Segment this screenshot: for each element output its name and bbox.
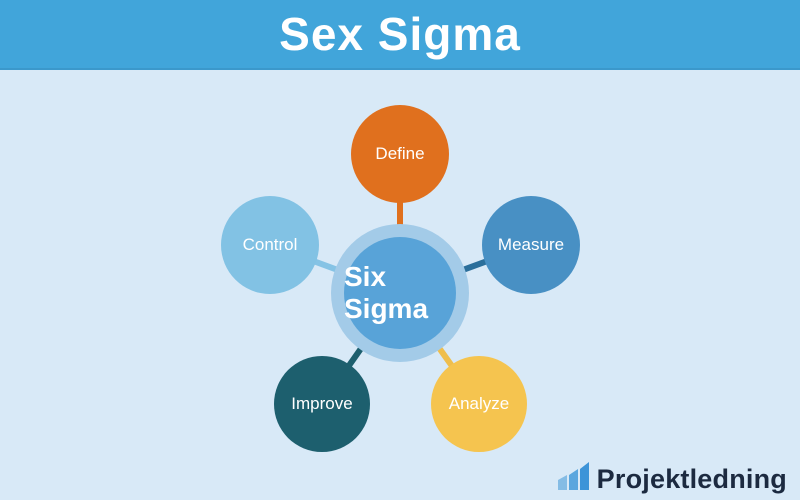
node-control-label: Control (242, 235, 298, 254)
bar-chart-icon-bar1 (557, 475, 567, 490)
node-define-label: Define (375, 144, 425, 163)
node-improve: Improve (274, 356, 370, 452)
node-improve-label: Improve (291, 394, 353, 413)
node-center-label: Six Sigma (344, 261, 429, 324)
node-center: Six Sigma (344, 237, 456, 349)
node-measure-label: Measure (497, 235, 565, 254)
header: Sex Sigma (0, 0, 800, 70)
brand-name: Projektledning (596, 464, 787, 494)
bar-chart-icon (557, 462, 589, 490)
bar-chart-icon-bar2 (568, 469, 578, 490)
bar-chart-icon-bar3 (579, 462, 589, 490)
node-control: Control (221, 196, 319, 294)
node-center-ring: Six Sigma (331, 224, 469, 362)
node-analyze: Analyze (431, 356, 527, 452)
node-define: Define (351, 105, 449, 203)
brand-logo: Projektledning (557, 459, 787, 493)
node-analyze-label: Analyze (448, 394, 510, 413)
node-measure: Measure (482, 196, 580, 294)
page-title: Sex Sigma (279, 8, 521, 60)
